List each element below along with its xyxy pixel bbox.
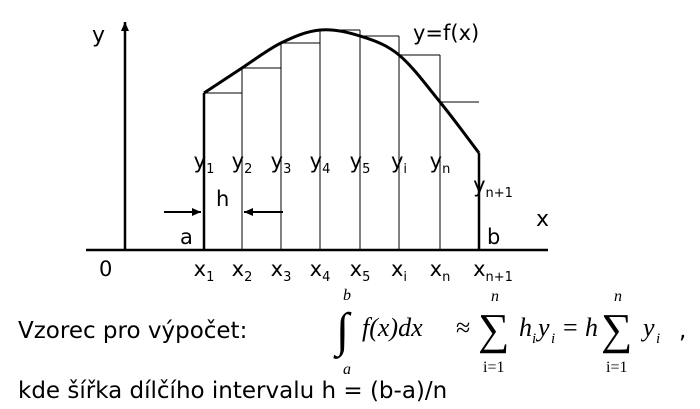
rectangle-strips [204, 29, 479, 250]
term-y-i-sub: i [551, 331, 555, 347]
sum-2-lower: i=1 [606, 359, 627, 376]
function-curve [203, 28, 481, 154]
integral-sign: ∫ [333, 304, 352, 359]
formula-label: Vzorec pro výpočet: [18, 318, 247, 344]
term-y-i: y [535, 313, 550, 342]
x-label-n+1: xn+1 [473, 257, 513, 285]
label-a: a [180, 225, 193, 249]
x-label-4: x4 [310, 257, 331, 285]
x-label-n: xn [430, 257, 451, 285]
sum-1-upper: n [491, 288, 499, 305]
term-h-i-sub: i [532, 331, 536, 347]
x-label-5: x5 [350, 257, 371, 285]
curve-label: y=f(x) [413, 21, 479, 45]
step-label-h: h [216, 187, 229, 211]
integrand: f(x)dx [362, 313, 423, 342]
origin-label: 0 [99, 257, 112, 281]
term-y-i-2-sub: i [656, 331, 660, 347]
sum-1-lower: i=1 [483, 359, 504, 376]
sum-sign-2: ∑ [601, 305, 632, 354]
x-label-1: x1 [194, 257, 215, 285]
y-label-1: y1 [194, 149, 215, 177]
integral-lower-limit: a [343, 361, 351, 378]
sum-sign-1: ∑ [478, 305, 509, 354]
y-label-n+1: yn+1 [473, 173, 513, 201]
y-label-3: y3 [271, 149, 292, 177]
width-note: kde šířka dílčího intervalu h = (b-a)/n [18, 378, 447, 404]
y-label-5: y5 [350, 149, 371, 177]
label-b: b [487, 225, 500, 249]
term-h-i: h [519, 313, 532, 342]
x-label-i: xi [391, 257, 407, 285]
y-label-i: yi [391, 149, 407, 177]
approx-sign: ≈ [456, 313, 470, 342]
y-axis-label: y [92, 23, 105, 48]
x-axis-label: x [536, 207, 549, 232]
y-label-2: y2 [232, 149, 253, 177]
formula-comma: , [679, 318, 686, 344]
equals-sign: = [563, 313, 578, 342]
y-label-n: yn [430, 149, 451, 177]
term-y-i-2: y [640, 313, 655, 342]
y-label-4: y4 [310, 149, 331, 177]
term-h: h [585, 313, 598, 342]
x-label-3: x3 [271, 257, 292, 285]
sum-2-upper: n [614, 288, 622, 305]
integral-upper-limit: b [343, 287, 351, 304]
x-label-2: x2 [232, 257, 253, 285]
